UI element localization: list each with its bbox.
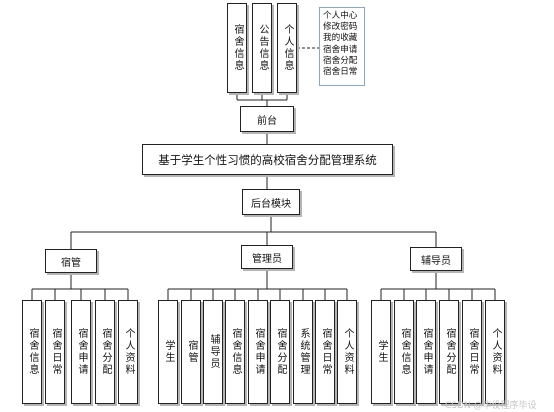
admin-func-profile: 个人资料	[337, 300, 357, 404]
role-dorm-manager: 宿管	[45, 249, 97, 273]
manager-func-dorm-application: 宿舍申请	[71, 300, 91, 404]
backend-module-node: 后台模块	[242, 189, 300, 215]
menu-item-personal-center: 个人中心	[323, 11, 358, 21]
admin-func-dorm-daily: 宿舍日常	[315, 300, 335, 404]
counselor-func-dorm-info: 宿舍信息	[394, 300, 414, 404]
front-end-node: 前台	[240, 106, 294, 132]
menu-item-dorm-application: 宿舍申请	[323, 44, 358, 55]
front-module-personal-info: 个人信息	[277, 3, 297, 93]
menu-item-dorm-allocation: 宿舍分配	[323, 55, 358, 66]
admin-func-dorm-allocation: 宿舍分配	[270, 300, 290, 404]
admin-func-counselors: 辅导员	[203, 300, 223, 404]
personal-info-menu-note: 个人中心 修改密码 我的收藏 宿舍申请 宿舍分配 宿舍日常	[319, 7, 365, 86]
admin-func-system-management: 系统管理	[293, 300, 313, 404]
counselor-func-dorm-allocation: 宿舍分配	[439, 300, 459, 404]
counselor-func-profile: 个人资料	[485, 300, 505, 404]
menu-item-dorm-daily: 宿舍日常	[323, 67, 358, 78]
counselor-func-students: 学生	[371, 300, 391, 404]
manager-func-dorm-allocation: 宿舍分配	[95, 300, 115, 404]
admin-func-dorm-info: 宿舍信息	[225, 300, 245, 404]
admin-func-students: 学生	[158, 300, 178, 404]
counselor-func-dorm-application: 宿舍申请	[416, 300, 436, 404]
manager-func-dorm-daily: 宿舍日常	[45, 300, 65, 404]
front-module-announcement: 公告信息	[252, 3, 272, 93]
admin-func-dorm-managers: 宿管	[181, 300, 201, 404]
counselor-func-dorm-daily: 宿舍日常	[462, 300, 482, 404]
watermark: CSDN @毕设程序毕设	[445, 401, 537, 411]
menu-item-my-favorites: 我的收藏	[323, 33, 358, 44]
menu-item-change-password: 修改密码	[323, 22, 358, 33]
admin-func-dorm-application: 宿舍申请	[248, 300, 268, 404]
role-counselor: 辅导员	[410, 247, 462, 271]
system-title: 基于学生个性习惯的高校宿舍分配管理系统	[142, 144, 393, 175]
manager-func-profile: 个人资料	[118, 300, 138, 404]
front-module-dorm-info: 宿舍信息	[227, 3, 247, 93]
role-administrator: 管理员	[241, 245, 293, 269]
manager-func-dorm-info: 宿舍信息	[22, 300, 42, 404]
